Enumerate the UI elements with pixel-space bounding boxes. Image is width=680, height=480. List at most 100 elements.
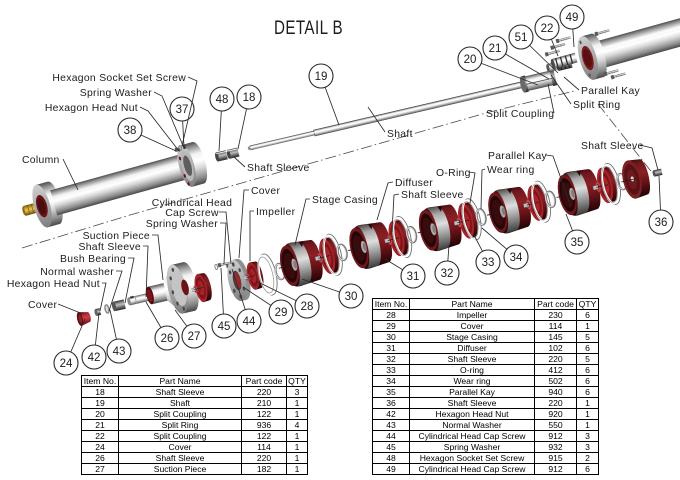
bom-header-cell: QTY — [576, 298, 599, 310]
part-label-8: Parallel Kay — [581, 86, 641, 97]
label-leader-25 — [545, 154, 572, 208]
bom-cell: 45 — [372, 441, 410, 453]
part-label-7: Split Ring — [573, 100, 620, 111]
bom-cell: 24 — [81, 441, 119, 453]
suction-piece-part — [146, 262, 199, 314]
bom-cell: 5 — [576, 331, 599, 343]
cap-screws-44-45 — [214, 259, 242, 271]
stage-casing-part — [481, 183, 535, 238]
bom-cell: 1 — [576, 408, 599, 420]
bom-cell: 122 — [241, 430, 287, 442]
bom-cell: 1 — [576, 397, 599, 409]
part-label-23: O-Ring — [436, 168, 471, 179]
page-title: DETAIL B — [274, 18, 343, 39]
bom-cell: 114 — [534, 320, 577, 332]
balloon-number-33: 33 — [482, 257, 495, 269]
bush-bearing-part — [111, 299, 126, 312]
balloon-20 — [457, 46, 483, 72]
part-label-9: Cover — [251, 186, 280, 197]
balloon-37 — [169, 96, 195, 122]
balloon-44 — [236, 308, 262, 334]
bom-cell: 22 — [81, 430, 119, 442]
label-leader-21 — [376, 181, 394, 221]
balloon-number-51: 51 — [515, 32, 528, 44]
bom-cell: Suction Piece — [118, 463, 242, 475]
bom-cell: 114 — [241, 441, 287, 453]
balloon-number-44: 44 — [243, 316, 256, 328]
label-leader-14 — [220, 222, 227, 265]
balloon-21 — [482, 35, 508, 61]
bom-cell: 230 — [534, 309, 577, 321]
upper-column-part — [577, 12, 680, 80]
balloon-number-35: 35 — [571, 237, 584, 249]
bom-cell: Shaft — [118, 397, 242, 409]
label-leader-16 — [143, 245, 149, 298]
part-label-19: Hexagon Head Nut — [7, 279, 100, 290]
bom-cell: 6 — [576, 342, 599, 354]
label-leader-19 — [99, 282, 107, 312]
upper-split-coupling-part — [544, 35, 578, 69]
cover-24-part — [76, 312, 91, 326]
bom-cell: 31 — [372, 342, 410, 354]
bom-cell: Split Ring — [118, 419, 242, 431]
balloon-19 — [308, 63, 334, 89]
balloon-32 — [434, 260, 460, 286]
bom-cell: 6 — [576, 463, 599, 475]
label-leader-10 — [249, 210, 254, 261]
end-diffuser-part — [616, 156, 654, 202]
part-label-18: Normal washer — [40, 267, 114, 278]
bom-cell: 1 — [286, 463, 308, 475]
label-leader-0 — [181, 76, 198, 147]
label-leader-15 — [152, 234, 164, 281]
label-leader-18 — [108, 270, 123, 312]
part-label-12: Cylindrical Head — [152, 198, 232, 209]
label-leader-13 — [219, 211, 232, 265]
bom-cell: 26 — [81, 452, 119, 464]
bom-cell: 1 — [576, 320, 599, 332]
part-label-2: Hexagon Head Nut — [45, 103, 138, 114]
bom-cell: 912 — [534, 463, 577, 475]
bom-cell: 932 — [534, 441, 577, 453]
balloon-number-24: 24 — [60, 358, 73, 370]
bom-header-cell: Part code — [534, 298, 577, 310]
balloon-number-20: 20 — [464, 54, 477, 66]
balloon-number-45: 45 — [218, 321, 231, 333]
part-label-15: Suction Piece — [83, 231, 150, 242]
bom-cell: Hexagon Socket Set Screw — [409, 452, 535, 464]
bom-cell: 145 — [534, 331, 577, 343]
bom-cell: Shaft Sleeve — [409, 397, 535, 409]
bom-cell: 1 — [286, 452, 308, 464]
bom-cell: 220 — [534, 353, 577, 365]
part-label-5: Shaft — [387, 129, 413, 140]
balloon-number-31: 31 — [407, 271, 420, 283]
bom-cell: Cylindrical Head Cap Screw — [409, 463, 535, 475]
part-label-6: Split Coupling — [486, 109, 554, 120]
bom-cell: 220 — [241, 452, 287, 464]
balloon-22 — [534, 15, 560, 41]
bom-cell: 1 — [286, 408, 308, 420]
part-label-17: Bush Bearing — [60, 254, 126, 265]
bom-cell: 18 — [81, 386, 119, 398]
balloon-36 — [648, 209, 674, 235]
bom-header-cell: Part Name — [409, 298, 535, 310]
diffuser-31-part — [342, 218, 396, 273]
balloon-number-22: 22 — [541, 23, 554, 35]
balloon-38 — [117, 117, 143, 143]
bom-cell: 940 — [534, 386, 577, 398]
bom-cell: 912 — [534, 430, 577, 442]
label-leader-23 — [468, 171, 476, 204]
balloon-number-26: 26 — [161, 333, 174, 345]
